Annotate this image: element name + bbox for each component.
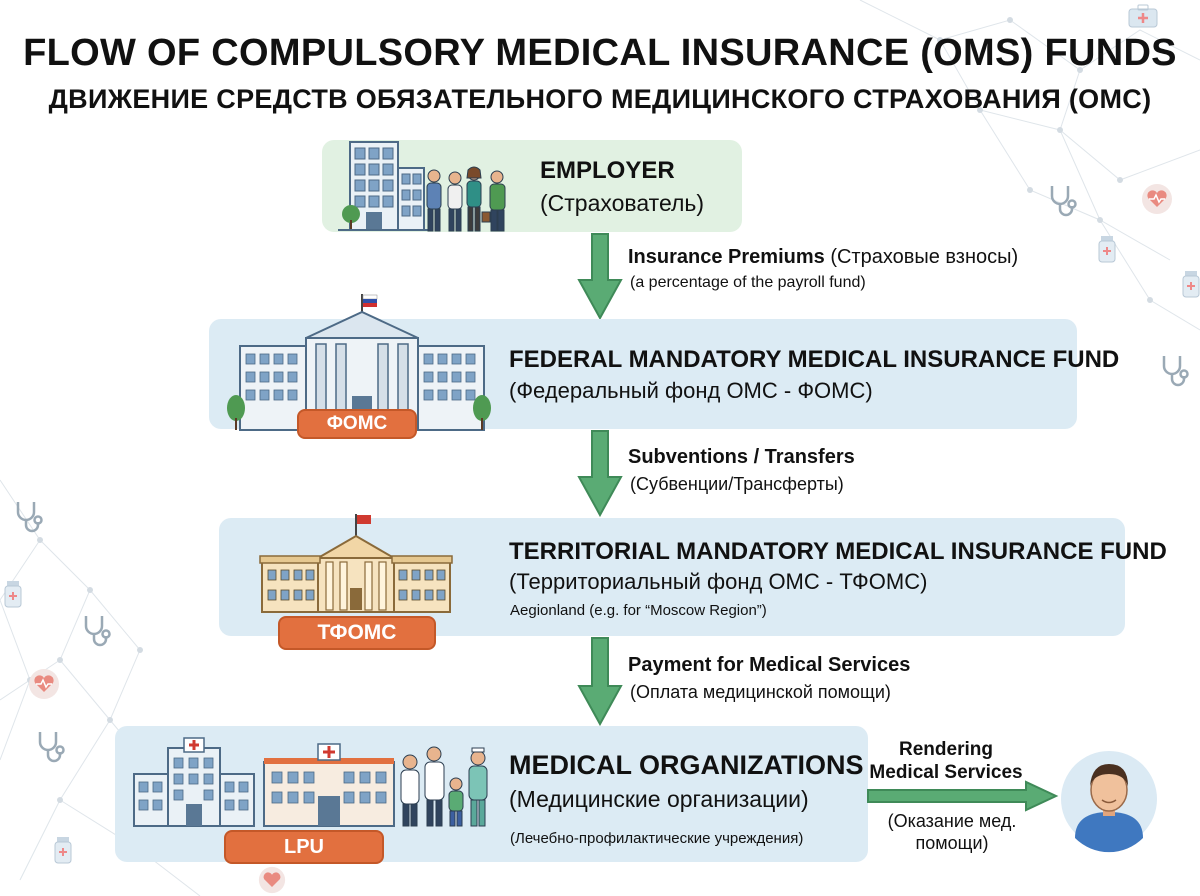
employer-title: EMPLOYER [540, 157, 675, 184]
medical-kit-icon [1128, 4, 1158, 28]
flow-2-sublabel: (Субвенции/Трансферты) [630, 474, 844, 494]
medicine-bottle-icon [4, 581, 22, 608]
regional-building-icon [259, 514, 453, 613]
flow-2-label: Subventions / Transfers [628, 446, 855, 468]
doctors-icon [400, 746, 488, 827]
medical-organizations-title: MEDICAL ORGANIZATIONS [509, 750, 864, 780]
flow-3-sublabel: (Оплата медицинской помощи) [630, 682, 891, 702]
stethoscope-icon [1050, 186, 1077, 217]
stethoscope-icon [16, 502, 43, 533]
flow-4-label-line2: Medical Services [869, 762, 1023, 783]
flow-1-label: Insurance Premiums (Страховые взносы) [628, 246, 1018, 269]
flow-4-label: Rendering Medical Services [866, 738, 1026, 784]
tfoms-subtitle: (Территориальный фонд ОМС - ТФОМС) [509, 569, 928, 594]
flow-arrow-1 [577, 233, 623, 321]
stethoscope-icon [38, 732, 65, 763]
flow-4-sublabel-line1: (Оказание мед. [887, 811, 1017, 831]
heart-icon [1142, 184, 1172, 214]
page-subtitle: ДВИЖЕНИЕ СРЕДСТВ ОБЯЗАТЕЛЬНОГО МЕДИЦИНСК… [48, 84, 1152, 114]
flow-arrow-4 [867, 780, 1059, 812]
workers-icon [426, 166, 506, 232]
flow-4-sublabel-line2: помощи) [915, 833, 989, 853]
patient-icon [1061, 751, 1157, 853]
flag-icon [362, 294, 378, 307]
employer-subtitle: (Страхователь) [540, 190, 705, 216]
stethoscope-icon [84, 616, 111, 647]
foms-tag: ФОМС [297, 409, 417, 439]
flow-3-label: Payment for Medical Services [628, 654, 911, 676]
medicine-bottle-icon [1182, 271, 1200, 298]
stethoscope-icon [1162, 356, 1189, 387]
hospital-icon [263, 743, 395, 827]
flow-1-note: (a percentage of the payroll fund) [630, 274, 866, 291]
flow-1-label-en: Insurance Premiums [628, 246, 825, 268]
foms-title: FEDERAL MANDATORY MEDICAL INSURANCE FUND [509, 346, 1120, 373]
medical-organizations-subtitle: (Медицинские организации) [509, 786, 809, 812]
flow-4-sublabel: (Оказание мед. помощи) [872, 810, 1032, 854]
medical-organizations-note: (Лечебно-профилактические учреждения) [510, 830, 804, 847]
flow-4-label-line1: Rendering [899, 739, 993, 760]
medicine-bottle-icon [54, 837, 72, 864]
medicine-bottle-icon [1098, 236, 1116, 263]
heart-icon [258, 866, 286, 894]
heart-icon [29, 669, 59, 699]
tfoms-note: Aegionland (e.g. for “Moscow Region”) [510, 602, 767, 619]
lpu-tag: LPU [224, 830, 384, 864]
page-title: FLOW OF COMPULSORY MEDICAL INSURANCE (OM… [23, 32, 1177, 74]
foms-subtitle: (Федеральный фонд ОМС - ФОМС) [509, 378, 873, 403]
tfoms-tag: ТФОМС [278, 616, 436, 650]
flag-icon [357, 515, 371, 524]
flow-arrow-2 [577, 430, 623, 518]
hospital-icon [133, 737, 255, 827]
tfoms-title: TERRITORIAL MANDATORY MEDICAL INSURANCE … [509, 538, 1167, 565]
flow-arrow-3 [577, 637, 623, 727]
flow-1-label-ru: (Страховые взносы) [830, 246, 1019, 268]
office-building-icon [338, 141, 428, 231]
